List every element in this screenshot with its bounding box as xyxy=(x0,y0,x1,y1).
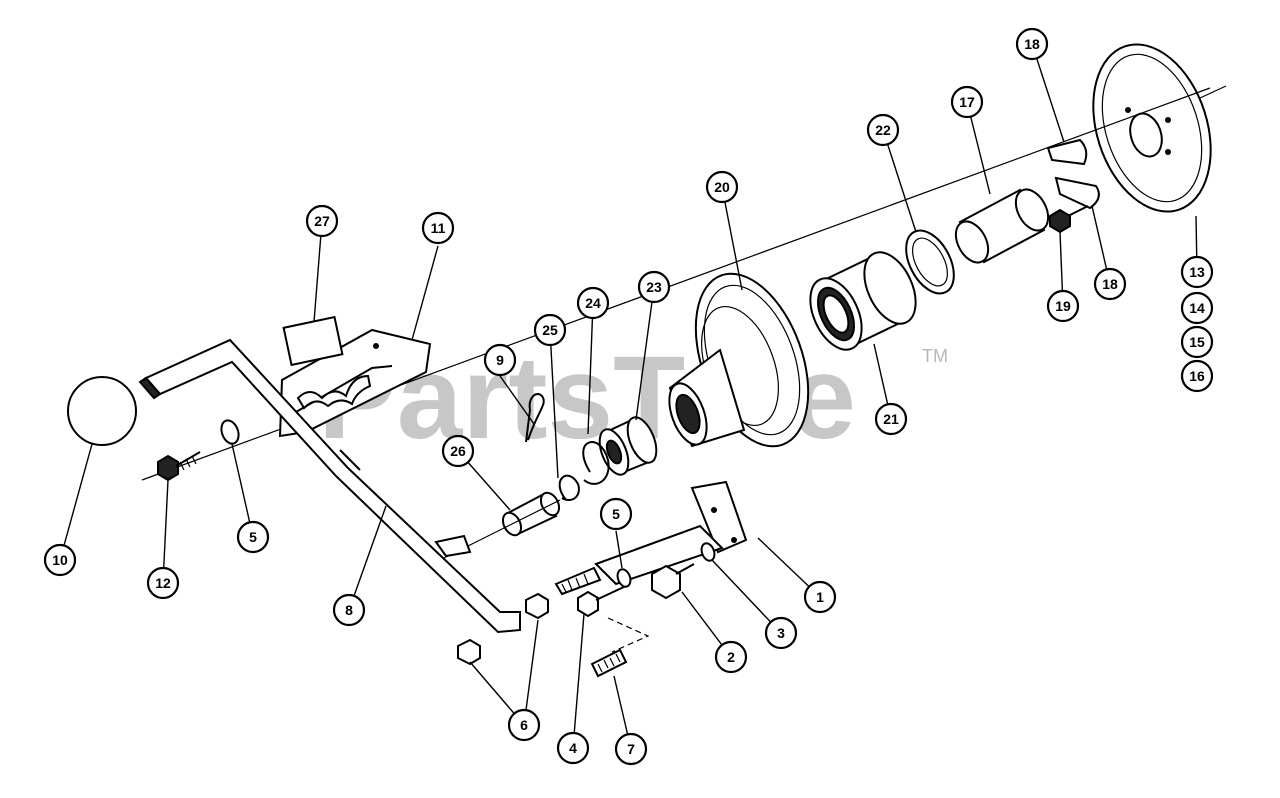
bolt-2 xyxy=(651,563,695,600)
bracket-11 xyxy=(278,328,432,438)
callout-2: 2 xyxy=(714,640,748,674)
svg-text:18: 18 xyxy=(1102,276,1118,292)
bearing-23 xyxy=(598,416,658,476)
hub-20 xyxy=(668,272,810,448)
sleeve-17 xyxy=(954,188,1050,264)
svg-text:5: 5 xyxy=(249,529,257,545)
svg-text:14: 14 xyxy=(1189,300,1205,316)
callout-1: 1 xyxy=(803,580,837,614)
callout-6: 6 xyxy=(507,708,541,742)
svg-text:26: 26 xyxy=(450,443,466,459)
callout-14: 14 xyxy=(1180,291,1214,325)
callout-3: 3 xyxy=(764,616,798,650)
callout-18-upper: 18 xyxy=(1015,27,1049,61)
callout-5-right: 5 xyxy=(599,497,633,531)
svg-text:11: 11 xyxy=(431,220,446,236)
bracket-1 xyxy=(594,480,748,586)
callout-10: 10 xyxy=(43,543,77,577)
svg-text:8: 8 xyxy=(345,602,353,618)
washer-3 xyxy=(700,542,716,562)
svg-text:5: 5 xyxy=(612,506,620,522)
threaded-rod xyxy=(554,566,602,596)
callout-16: 16 xyxy=(1180,359,1214,393)
callout-24: 24 xyxy=(576,286,610,320)
callout-18-lower: 18 xyxy=(1093,267,1127,301)
callout-12: 12 xyxy=(146,566,180,600)
svg-text:20: 20 xyxy=(714,179,730,195)
svg-text:21: 21 xyxy=(883,411,899,427)
svg-text:22: 22 xyxy=(875,122,891,138)
callout-23: 23 xyxy=(637,270,671,304)
bolt-12 xyxy=(157,451,201,482)
svg-text:3: 3 xyxy=(777,625,785,641)
svg-text:2: 2 xyxy=(727,649,735,665)
callout-26: 26 xyxy=(441,434,475,468)
callout-7: 7 xyxy=(614,732,648,766)
svg-text:18: 18 xyxy=(1024,36,1040,52)
callout-15: 15 xyxy=(1180,325,1214,359)
svg-text:1: 1 xyxy=(816,589,824,605)
svg-text:23: 23 xyxy=(646,279,662,295)
retainer-lower xyxy=(1054,176,1100,210)
svg-text:17: 17 xyxy=(959,94,975,110)
nut-6-lower xyxy=(457,638,481,666)
bolt-4 xyxy=(577,585,627,618)
washer-5-right xyxy=(616,568,632,588)
parts-drawing xyxy=(67,43,1227,678)
callout-13: 13 xyxy=(1180,255,1214,289)
callout-27: 27 xyxy=(305,204,339,238)
knob-10 xyxy=(67,376,137,446)
svg-text:10: 10 xyxy=(52,552,68,568)
callout-8: 8 xyxy=(332,593,366,627)
ring-22 xyxy=(905,229,955,295)
watermark-trademark: TM xyxy=(922,346,948,366)
svg-text:27: 27 xyxy=(314,213,330,229)
callout-20: 20 xyxy=(705,170,739,204)
callout-4: 4 xyxy=(556,731,590,765)
svg-text:25: 25 xyxy=(542,322,558,338)
callout-17: 17 xyxy=(950,85,984,119)
callout-22: 22 xyxy=(866,113,900,147)
svg-text:4: 4 xyxy=(569,740,577,756)
svg-text:24: 24 xyxy=(585,295,601,311)
bolt-19 xyxy=(1049,205,1089,234)
callout-11: 11 xyxy=(421,211,455,245)
svg-text:19: 19 xyxy=(1055,298,1071,314)
svg-text:12: 12 xyxy=(155,575,171,591)
callout-5-left: 5 xyxy=(236,520,270,554)
cotter-pin-9 xyxy=(525,392,545,443)
callout-21: 21 xyxy=(874,402,908,436)
lever-8 xyxy=(138,338,521,634)
decal-27 xyxy=(282,315,344,367)
svg-text:6: 6 xyxy=(520,717,528,733)
svg-text:7: 7 xyxy=(627,741,635,757)
svg-text:13: 13 xyxy=(1189,264,1205,280)
stud-7 xyxy=(590,648,628,678)
snap-ring-24 xyxy=(582,441,610,485)
callout-25: 25 xyxy=(533,313,567,347)
callout-19: 19 xyxy=(1046,289,1080,323)
washer-5-left xyxy=(220,419,240,445)
pulley-part xyxy=(1092,43,1227,213)
callout-9: 9 xyxy=(483,343,517,377)
svg-text:9: 9 xyxy=(496,352,504,368)
retainer-upper xyxy=(1046,138,1088,166)
svg-text:16: 16 xyxy=(1189,368,1205,384)
bearing-21 xyxy=(809,251,917,351)
nut-6-upper xyxy=(525,592,549,620)
snap-ring-25 xyxy=(558,474,580,502)
svg-text:15: 15 xyxy=(1189,334,1205,350)
